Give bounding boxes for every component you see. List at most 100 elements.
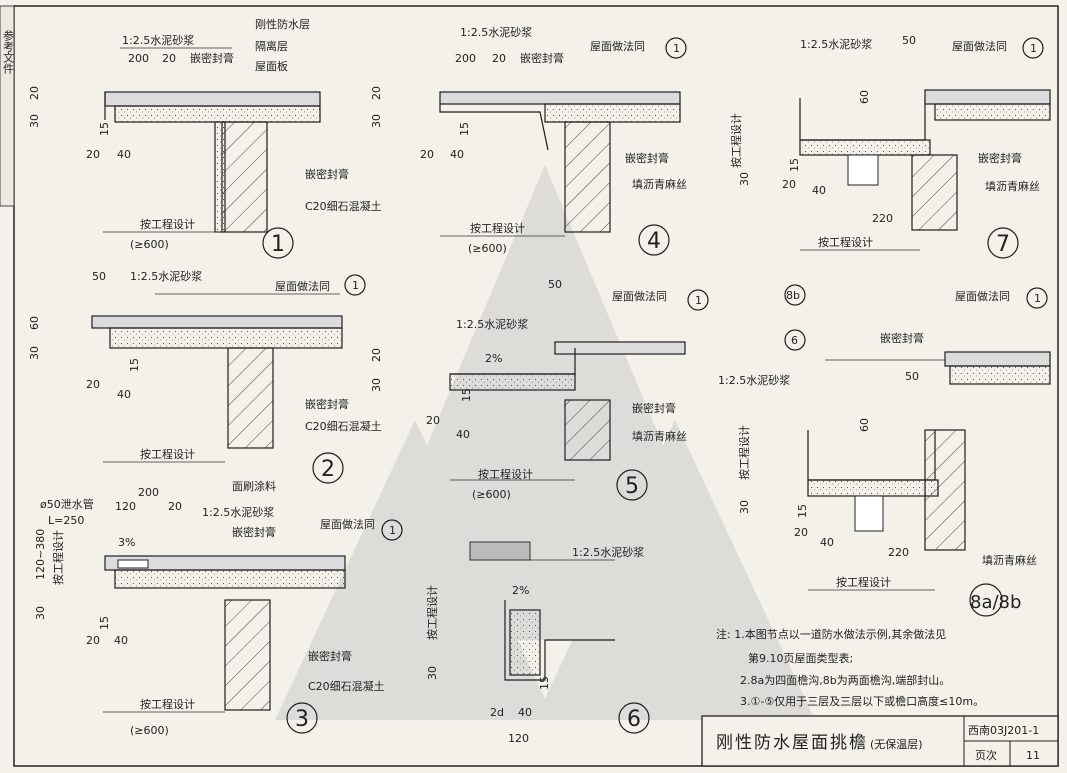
d5-pct2: 2% xyxy=(485,352,502,365)
page-number: 11 xyxy=(1026,749,1040,762)
d1-dim-20b: 20 xyxy=(86,148,100,161)
d8-dim-220: 220 xyxy=(888,546,909,559)
d4-sealant2: 嵌密封膏 xyxy=(625,151,669,165)
d4-dim-15: 15 xyxy=(458,122,471,136)
d8-per-design-v: 按工程设计 xyxy=(737,425,751,480)
d5-roof-same: 屋面做法同 xyxy=(612,289,667,303)
d4-per-design: 按工程设计 xyxy=(470,221,525,235)
d8-dim-60: 60 xyxy=(858,418,871,432)
note-line1b: 第9.10页屋面类型表; xyxy=(748,651,853,665)
d1-ge600: (≥600) xyxy=(130,238,169,251)
detail-2: 1:2.5水泥砂浆 50 屋面做法同 1 60 30 15 20 40 嵌密封膏… xyxy=(28,269,382,484)
detail-5: 50 屋面做法同 1 1:2.5水泥砂浆 2% 20 30 15 20 40 嵌… xyxy=(370,278,709,501)
d3-number: 3 xyxy=(295,707,309,732)
detail-4: 1:2.5水泥砂浆 200 20 嵌密封膏 屋面做法同 1 20 30 15 2… xyxy=(370,25,687,256)
d3-c20: C20细石混凝土 xyxy=(308,679,385,693)
d7-hemp: 填沥青麻丝 xyxy=(985,179,1040,193)
d1-isolation-label: 隔离层 xyxy=(255,39,288,53)
d2-dim-15: 15 xyxy=(128,358,141,372)
d1-rigid-label: 刚性防水层 xyxy=(255,17,310,31)
d8-dim-50: 50 xyxy=(905,370,919,383)
d4-dim-20v: 20 xyxy=(370,86,383,100)
d8-roof-same: 屋面做法同 xyxy=(955,289,1010,303)
d1-dim-30v: 30 xyxy=(28,114,41,128)
d8-per-design: 按工程设计 xyxy=(836,575,891,589)
detail-6: 1:2.5水泥砂浆 2% 按工程设计 30 15 2d 40 120 6 xyxy=(425,541,650,745)
d3-per-design-v: 按工程设计 xyxy=(51,530,65,585)
d1-per-design: 按工程设计 xyxy=(140,217,195,231)
d5-dim-20v: 20 xyxy=(370,348,383,362)
d3-dim-20: 20 xyxy=(168,500,182,513)
d3-sealant: 嵌密封膏 xyxy=(232,525,276,539)
atlas-number: 西南03J201-1 xyxy=(968,724,1039,737)
d5-sealant: 嵌密封膏 xyxy=(632,401,676,415)
d7-per-design: 按工程设计 xyxy=(818,235,873,249)
d8-dim-40: 40 xyxy=(820,536,834,549)
detail-1: 1:2.5水泥砂浆 刚性防水层 隔离层 屋面板 200 20 嵌密封膏 20 3… xyxy=(28,17,382,259)
d1-dim-200: 200 xyxy=(128,52,149,65)
d3-pct3: 3% xyxy=(118,536,135,549)
d6-dim-120: 120 xyxy=(508,732,529,745)
d7-number: 7 xyxy=(996,232,1010,257)
d1-sealant-label: 嵌密封膏 xyxy=(190,51,234,65)
d6-per-design-v: 按工程设计 xyxy=(425,585,439,640)
d1-dim-20: 20 xyxy=(162,52,176,65)
d5-dim-40: 40 xyxy=(456,428,470,441)
d1-dim-40: 40 xyxy=(117,148,131,161)
detail-8: 8b 6 屋面做法同 1 嵌密封膏 1:2.5水泥砂浆 50 60 按工程设计 … xyxy=(718,284,1051,617)
d4-roof-same: 屋面做法同 xyxy=(590,39,645,53)
d3-mortar: 1:2.5水泥砂浆 xyxy=(202,505,274,519)
d5-dim-50: 50 xyxy=(548,278,562,291)
d4-hemp: 填沥青麻丝 xyxy=(632,177,687,191)
d7-ref: 1 xyxy=(1030,42,1037,55)
d1-slab-label: 屋面板 xyxy=(255,59,288,73)
d4-dim-20: 20 xyxy=(492,52,506,65)
d7-dim-15: 15 xyxy=(788,158,801,172)
d6-dim-30: 30 xyxy=(426,666,439,680)
d5-ge600: (≥600) xyxy=(472,488,511,501)
d2-per-design: 按工程设计 xyxy=(140,447,195,461)
d7-dim-20: 20 xyxy=(782,178,796,191)
d3-dim-15: 15 xyxy=(98,616,111,630)
notes: 注: 1.本图节点以一道防水做法示例,其余做法见 第9.10页屋面类型表; 2.… xyxy=(716,627,984,708)
d2-dim-40: 40 xyxy=(117,388,131,401)
d1-c20: C20细石混凝土 xyxy=(305,199,382,213)
d7-dim-60: 60 xyxy=(858,90,871,104)
d3-pipe-len: L=250 xyxy=(48,514,84,527)
note-line3: 3.①-⑤仅用于三层及三层以下或檐口高度≤10m。 xyxy=(740,694,984,708)
d2-dim-20: 20 xyxy=(86,378,100,391)
d8-dim-15: 15 xyxy=(796,504,809,518)
watermark xyxy=(275,165,815,720)
d3-dim-40: 40 xyxy=(114,634,128,647)
title-block: 刚性防水屋面挑檐 (无保温层) 西南03J201-1 页次 11 xyxy=(701,715,1059,767)
d3-paint: 面刷涂料 xyxy=(232,479,276,493)
d8-ref: 1 xyxy=(1034,292,1041,305)
d2-dim-50: 50 xyxy=(92,270,106,283)
title-text: 刚性防水屋面挑檐 xyxy=(716,733,868,753)
d5-dim-30v: 30 xyxy=(370,378,383,392)
d7-per-design-v: 按工程设计 xyxy=(729,113,743,168)
d8-dim-20: 20 xyxy=(794,526,808,539)
d7-sealant: 嵌密封膏 xyxy=(978,151,1022,165)
d8-sealant: 嵌密封膏 xyxy=(880,331,924,345)
detail-3: ø50泄水管 L=250 面刷涂料 200 120 20 1:2.5水泥砂浆 嵌… xyxy=(34,479,403,737)
d8-hemp: 填沥青麻丝 xyxy=(982,553,1037,567)
d3-ref: 1 xyxy=(389,524,396,537)
d3-pipe: ø50泄水管 xyxy=(40,497,94,511)
d2-ref: 1 xyxy=(352,279,359,292)
d1-dim-15: 15 xyxy=(98,122,111,136)
d5-mortar: 1:2.5水泥砂浆 xyxy=(456,317,528,331)
d4-dim-200: 200 xyxy=(455,52,476,65)
d3-dim-120: 120 xyxy=(115,500,136,513)
note-line2: 2.8a为四面檐沟,8b为两面檐沟,端部封山。 xyxy=(740,673,950,687)
d2-dim-30: 30 xyxy=(28,346,41,360)
d5-per-design: 按工程设计 xyxy=(478,467,533,481)
d6-dim-15: 15 xyxy=(538,676,551,690)
d7-roof-same: 屋面做法同 xyxy=(952,39,1007,53)
d2-sealant: 嵌密封膏 xyxy=(305,397,349,411)
d8-mortar: 1:2.5水泥砂浆 xyxy=(718,373,790,387)
d3-per-design: 按工程设计 xyxy=(140,697,195,711)
side-text: 参考文件 xyxy=(2,29,15,75)
d8-dim-30: 30 xyxy=(738,500,751,514)
